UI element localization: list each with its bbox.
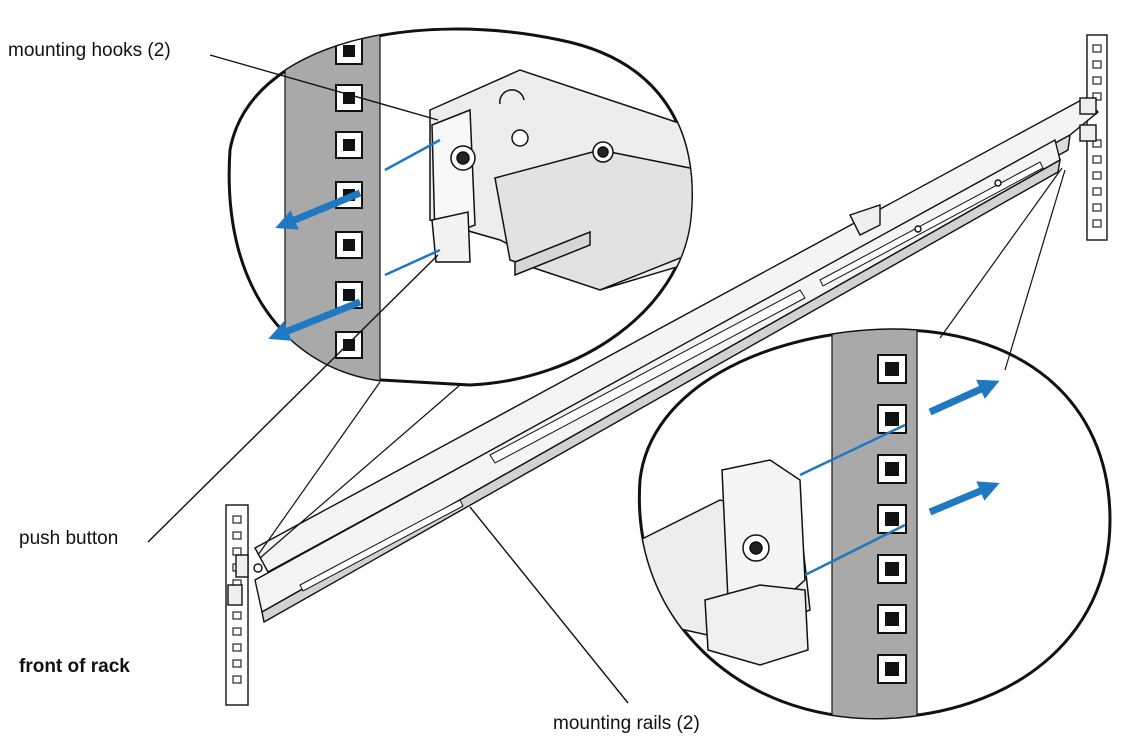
rear-latch [1079,97,1097,142]
leader-mounting-rails [469,506,629,704]
mounting-hooks-label: mounting hooks (2) [8,40,171,61]
leader-push-button [147,254,439,543]
rear-rack-post [1086,34,1108,241]
right-lower-arrow [928,481,1000,516]
leader-lines [147,54,629,704]
leader-mounting-hooks [209,54,439,121]
right-upper-arrow [928,379,1000,416]
front-latch [227,554,263,606]
rear-bracket [849,204,881,236]
left-upper-arrow [275,189,362,230]
front-hooks-detail [227,27,693,559]
push-button-label: push button [19,528,119,549]
left-lower-arrow [268,298,362,341]
mounting-rails-label: mounting rails (2) [553,713,700,734]
rear-hooks-detail [637,167,1112,720]
front-of-rack-label: front of rack [19,656,130,677]
mounting-rail-assembly [225,34,1108,706]
upper-rail [254,97,1100,573]
